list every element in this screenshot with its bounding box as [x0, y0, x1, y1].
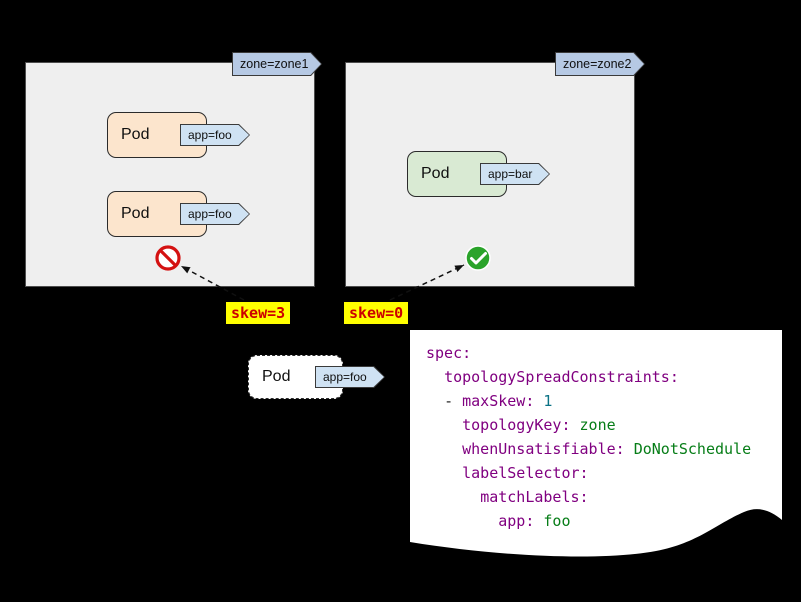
- yaml-line: - maxSkew: 1: [426, 389, 751, 413]
- yaml-indent: [426, 488, 480, 506]
- pod-app-label: app=foo: [181, 125, 249, 145]
- yaml-value: 1: [534, 392, 553, 410]
- yaml-value: DoNotSchedule: [624, 440, 752, 458]
- yaml-key: spec:: [426, 344, 472, 362]
- yaml-line: spec:: [426, 341, 751, 365]
- yaml-key: maxSkew:: [462, 392, 535, 410]
- yaml-line: labelSelector:: [426, 461, 751, 485]
- yaml-line: matchLabels:: [426, 485, 751, 509]
- pod-name: Pod: [121, 205, 150, 222]
- yaml-indent: [426, 512, 498, 530]
- pod-name: Pod: [121, 126, 150, 143]
- yaml-line: app: foo: [426, 509, 751, 533]
- yaml-line: topologySpreadConstraints:: [426, 365, 751, 389]
- yaml-key: topologySpreadConstraints:: [444, 368, 679, 386]
- pod-app-tag: app=foo: [315, 366, 385, 388]
- pod-app-tag: app=foo: [180, 203, 250, 225]
- pod-app-label: app=foo: [181, 204, 249, 224]
- skew-label-zone1: skew=3: [226, 302, 291, 324]
- yaml-dash: -: [444, 392, 463, 410]
- yaml-key: whenUnsatisfiable:: [462, 440, 625, 458]
- zone1-tag-label: zone=zone1: [233, 53, 321, 75]
- yaml-value: zone: [570, 416, 616, 434]
- zone1-tag: zone=zone1: [232, 52, 322, 76]
- pod-box: Pod: [407, 151, 507, 197]
- zone1-box: [25, 62, 315, 287]
- yaml-line: topologyKey: zone: [426, 413, 751, 437]
- yaml-indent: [426, 392, 444, 410]
- yaml-key: matchLabels:: [480, 488, 589, 506]
- yaml-line: whenUnsatisfiable: DoNotSchedule: [426, 437, 751, 461]
- pod-app-tag: app=foo: [180, 124, 250, 146]
- skew-label-zone2: skew=0: [344, 302, 409, 324]
- yaml-indent: [426, 440, 462, 458]
- zone2-tag-label: zone=zone2: [556, 53, 644, 75]
- yaml-key: labelSelector:: [462, 464, 589, 482]
- pod-app-label: app=foo: [316, 367, 384, 387]
- yaml-key: topologyKey:: [462, 416, 571, 434]
- yaml-indent: [426, 368, 444, 386]
- yaml-key: app:: [498, 512, 535, 530]
- pod-name: Pod: [421, 165, 450, 182]
- yaml-indent: [426, 416, 462, 434]
- yaml-indent: [426, 464, 462, 482]
- zone2-tag: zone=zone2: [555, 52, 645, 76]
- yaml-code: spec: topologySpreadConstraints: - maxSk…: [426, 341, 751, 533]
- pod-app-label: app=bar: [481, 164, 549, 184]
- paper-shape: [410, 330, 782, 557]
- pod-name: Pod: [262, 368, 291, 385]
- yaml-panel: spec: topologySpreadConstraints: - maxSk…: [410, 330, 782, 565]
- pod-app-tag: app=bar: [480, 163, 550, 185]
- yaml-value: foo: [534, 512, 571, 530]
